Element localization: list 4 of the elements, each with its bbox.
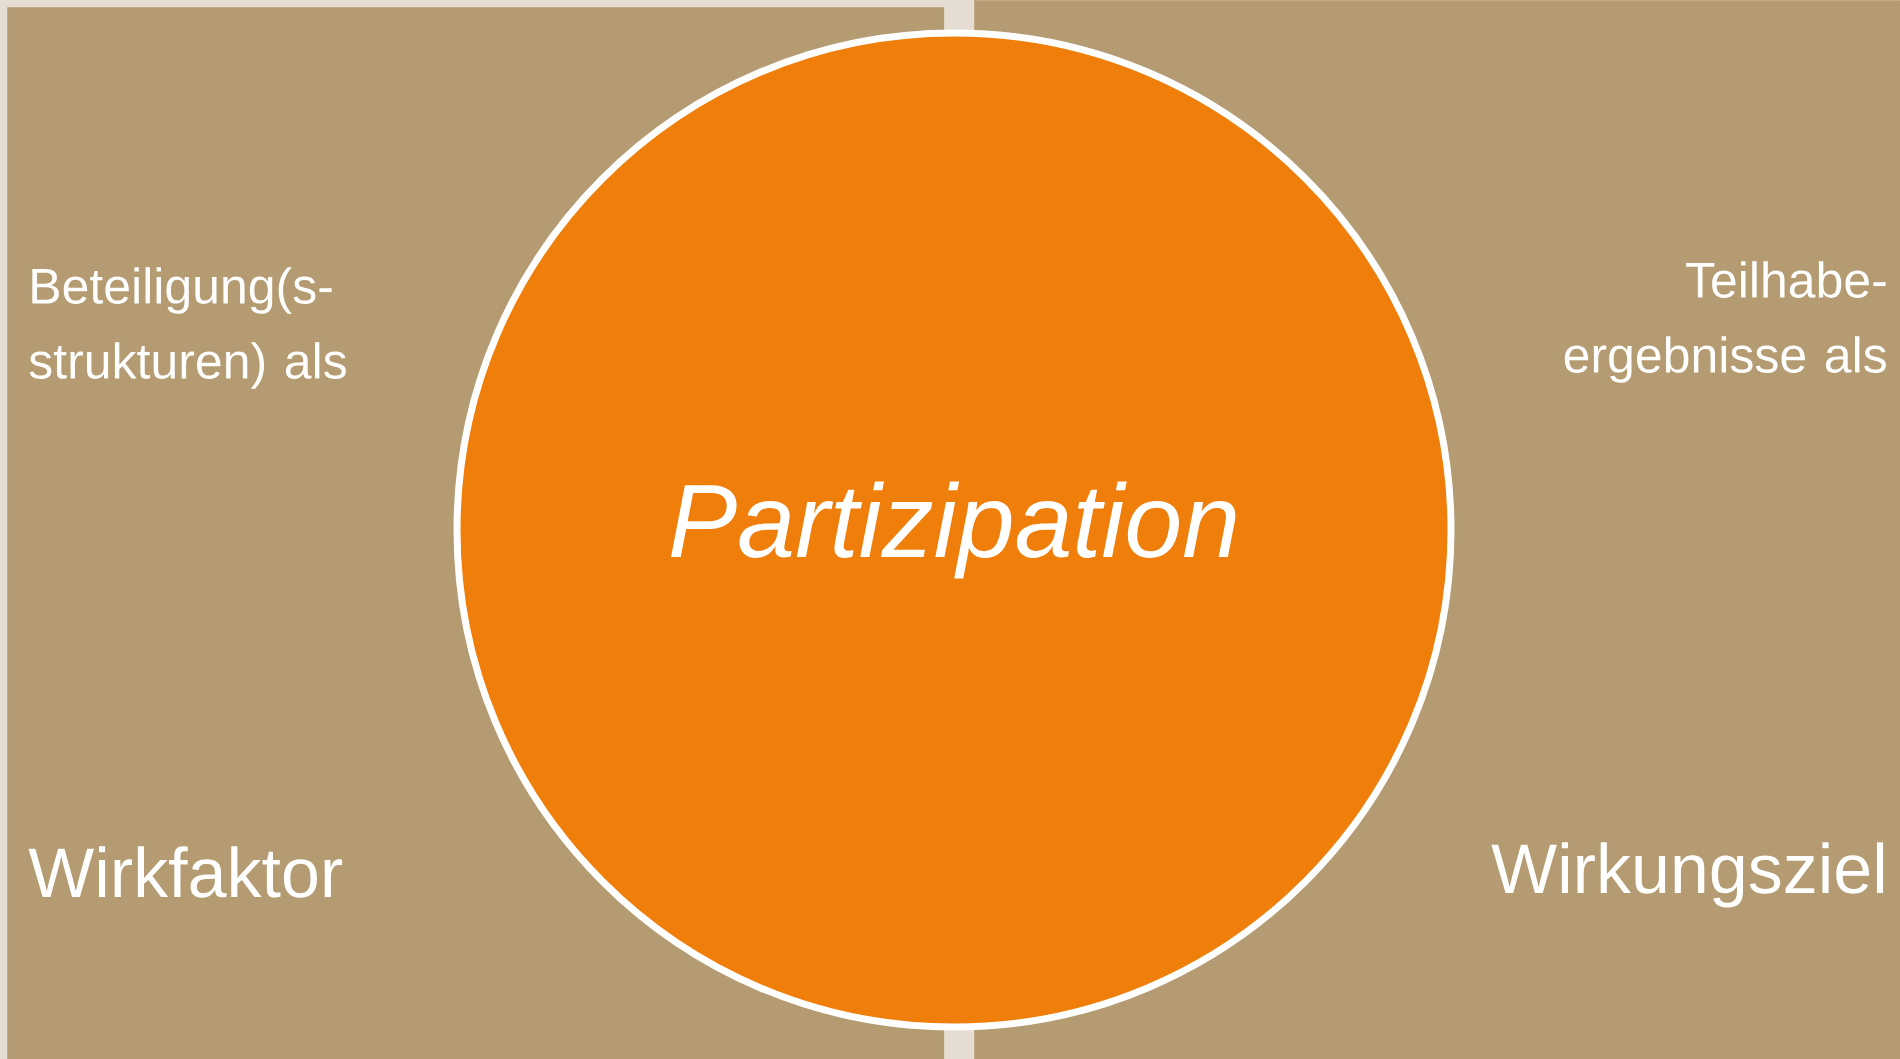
heading-text: Wirkungsziel [1491, 842, 1884, 908]
description-text: Beteiligung(s-strukturen) als [29, 267, 346, 389]
description-text: Teilhabe-ergebnisse als [1564, 261, 1886, 383]
heading-text: Wirkfaktor [28, 846, 343, 898]
